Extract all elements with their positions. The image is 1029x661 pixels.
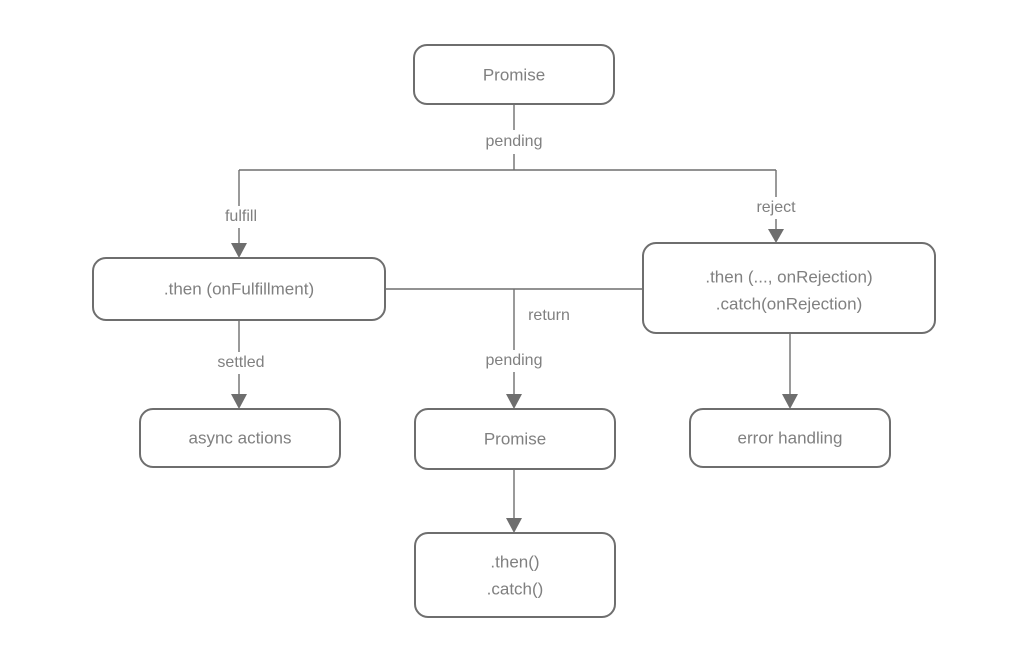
edge-error-handling [782,333,798,409]
node-label-then-on-rejection: .then (..., onRejection) [705,267,872,286]
node-box-promise-returned[interactable] [414,408,616,470]
node-label-catch-on-rejection: .catch(onRejection) [716,294,862,313]
edge-label-backdrop [744,197,808,219]
node-then-catch-on-rejection[interactable]: .then (..., onRejection) .catch(onReject… [642,242,936,334]
node-box-promise-root[interactable] [413,44,615,105]
node-box-error-handling[interactable] [689,408,891,468]
edge-label-backdrop [470,130,558,154]
node-then-on-fulfillment[interactable]: .then (onFulfillment) [92,257,386,321]
node-label-promise-returned: Promise [484,429,546,448]
edge-label-return: return [528,307,570,324]
node-label-async-actions: async actions [189,428,292,447]
node-box-then-catch[interactable] [414,532,616,618]
node-then-catch[interactable]: .then() .catch() [414,532,616,618]
edge-settled: settled [208,320,276,409]
edge-reject: reject [744,170,808,243]
edge-label-pending-return: pending [486,352,543,369]
edge-label-fulfill: fulfill [225,208,257,225]
node-label-then-on-fulfillment: .then (onFulfillment) [164,279,314,298]
node-promise-returned[interactable]: Promise [414,408,616,470]
node-box-async-actions[interactable] [139,408,341,468]
edge-label-backdrop [519,305,581,327]
arrowhead-error [782,394,798,409]
edge-pending-split: pending [239,104,776,171]
node-label-error-handling: error handling [738,428,843,447]
edge-return-chain: return pending [385,288,643,409]
edge-label-backdrop [208,352,276,374]
node-promise-root[interactable]: Promise [413,44,615,105]
edge-label-settled: settled [217,354,264,371]
arrowhead-settled [231,394,247,409]
edge-fulfill: fulfill [211,170,273,258]
node-label-then: .then() [490,552,539,571]
node-box-then-catch-on-rejection[interactable] [642,242,936,334]
arrowhead-fulfill [231,243,247,258]
edge-label-pending-split: pending [486,133,543,150]
arrowhead-return [506,394,522,409]
node-label-promise-root: Promise [483,65,545,84]
arrowhead-chain [506,518,522,533]
arrowhead-reject [768,229,784,243]
node-box-then-on-fulfillment[interactable] [92,257,386,321]
edge-label-reject: reject [756,199,796,216]
node-error-handling[interactable]: error handling [689,408,891,468]
edge-label-backdrop [211,206,273,228]
node-async-actions[interactable]: async actions [139,408,341,468]
edge-label-backdrop [470,350,558,372]
edge-promise-chain [506,469,522,533]
node-label-catch: .catch() [487,579,544,598]
